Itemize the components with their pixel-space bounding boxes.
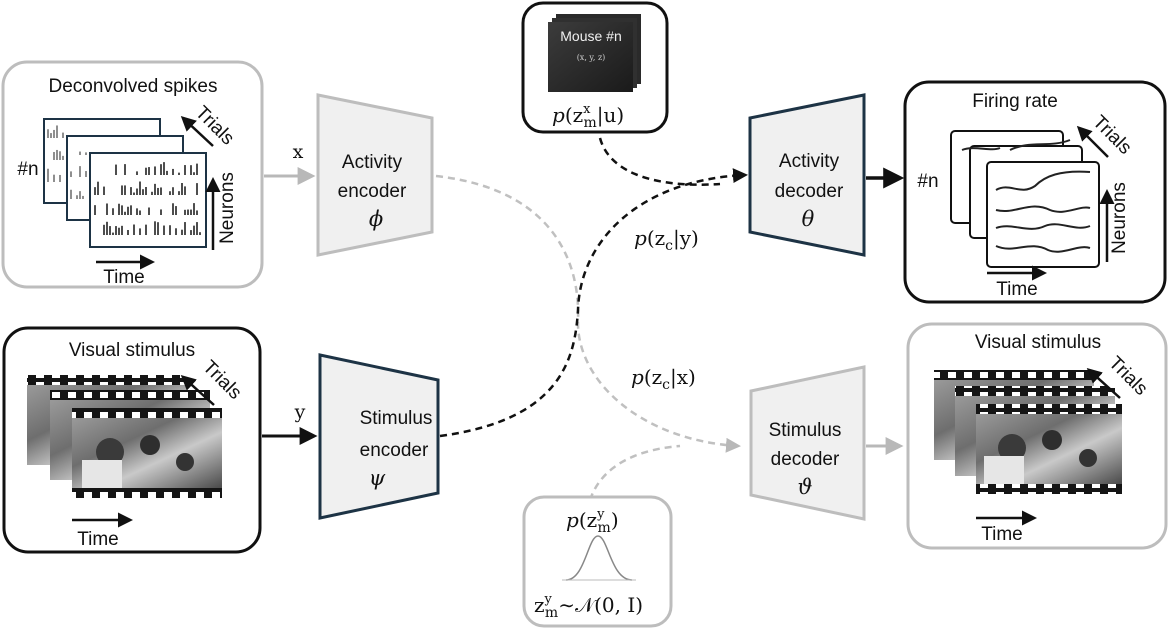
activity-encoder-symbol: ϕ bbox=[369, 207, 383, 231]
svg-text:p(zc|x): p(zc|x) bbox=[631, 365, 696, 393]
firing-neurons-label: Neurons bbox=[1109, 182, 1130, 254]
spikes-trials-arrow bbox=[180, 115, 214, 147]
activity-encoder-line1: Activity bbox=[342, 152, 403, 173]
spikes-panel: Deconvolved spikes #n Trials Neurons Tim… bbox=[1, 60, 264, 289]
latent-path-from-activity bbox=[435, 174, 741, 453]
y-label: y bbox=[294, 401, 306, 423]
activity-encoder-line2: encoder bbox=[338, 181, 407, 202]
stimulus-output-title: Visual stimulus bbox=[975, 332, 1101, 353]
activity-decoder-symbol: θ bbox=[802, 207, 815, 231]
stimulus-input-time-label: Time bbox=[77, 529, 119, 550]
activity-decoder: Activity decoder θ bbox=[748, 93, 866, 257]
activity-encoder: Activity encoder ϕ bbox=[316, 93, 434, 257]
stimulus-encoder-line1: Stimulus bbox=[360, 408, 433, 429]
firing-traces bbox=[961, 139, 1091, 253]
spikes-neurons-label: Neurons bbox=[217, 172, 238, 244]
pzc-given-y: p(zc|y) bbox=[634, 226, 699, 254]
prior-latent-path bbox=[588, 444, 681, 501]
stimulus-output-panel: Visual stimulus Trials Time bbox=[906, 322, 1168, 550]
activity-decoder-line1: Activity bbox=[779, 151, 840, 172]
stimulus-decoder: Stimulus decoder ϑ bbox=[749, 365, 866, 521]
spikes-count: #n bbox=[17, 159, 38, 180]
film-strip-stack-output bbox=[934, 370, 1122, 494]
latent-path-from-stimulus bbox=[439, 168, 748, 438]
firing-rate-count: #n bbox=[917, 171, 938, 192]
film-strip-stack bbox=[27, 375, 222, 498]
firing-rate-panel: Firing rate #n Trials Neurons Time bbox=[903, 80, 1167, 304]
firing-time-label: Time bbox=[996, 279, 1038, 300]
mouse-coordinate: (x, y, z) bbox=[577, 53, 606, 62]
stimulus-input-title: Visual stimulus bbox=[69, 340, 195, 361]
stimulus-encoder-line2: encoder bbox=[360, 440, 429, 461]
spike-raster-stack bbox=[43, 118, 207, 248]
spikes-time-label: Time bbox=[103, 267, 145, 288]
svg-text:p(zc|y): p(zc|y) bbox=[634, 226, 699, 254]
mouse-label: Mouse #n bbox=[560, 28, 621, 44]
stimulus-decoder-line2: decoder bbox=[771, 449, 840, 470]
stimulus-input-trials-arrow bbox=[180, 374, 215, 406]
mouse-latent-path bbox=[598, 137, 721, 186]
firing-trials-arrow bbox=[1076, 125, 1109, 158]
stimulus-encoder: Stimulus encoder ψ bbox=[318, 353, 440, 520]
spikes-title: Deconvolved spikes bbox=[49, 76, 218, 97]
stimulus-input-panel: Visual stimulus Trials Time bbox=[2, 326, 262, 554]
gaussian-curve bbox=[565, 535, 633, 581]
stimulus-decoder-line1: Stimulus bbox=[769, 420, 842, 441]
stimulus-output-trials-arrow bbox=[1086, 367, 1121, 399]
firing-rate-title: Firing rate bbox=[972, 91, 1058, 112]
stimulus-output-time-label: Time bbox=[981, 524, 1023, 545]
pzc-given-x: p(zc|x) bbox=[631, 365, 696, 393]
stimulus-encoder-symbol: ψ bbox=[369, 466, 386, 490]
stimulus-decoder-symbol: ϑ bbox=[797, 475, 812, 499]
activity-decoder-line2: decoder bbox=[775, 181, 844, 202]
x-label: x bbox=[293, 141, 304, 163]
